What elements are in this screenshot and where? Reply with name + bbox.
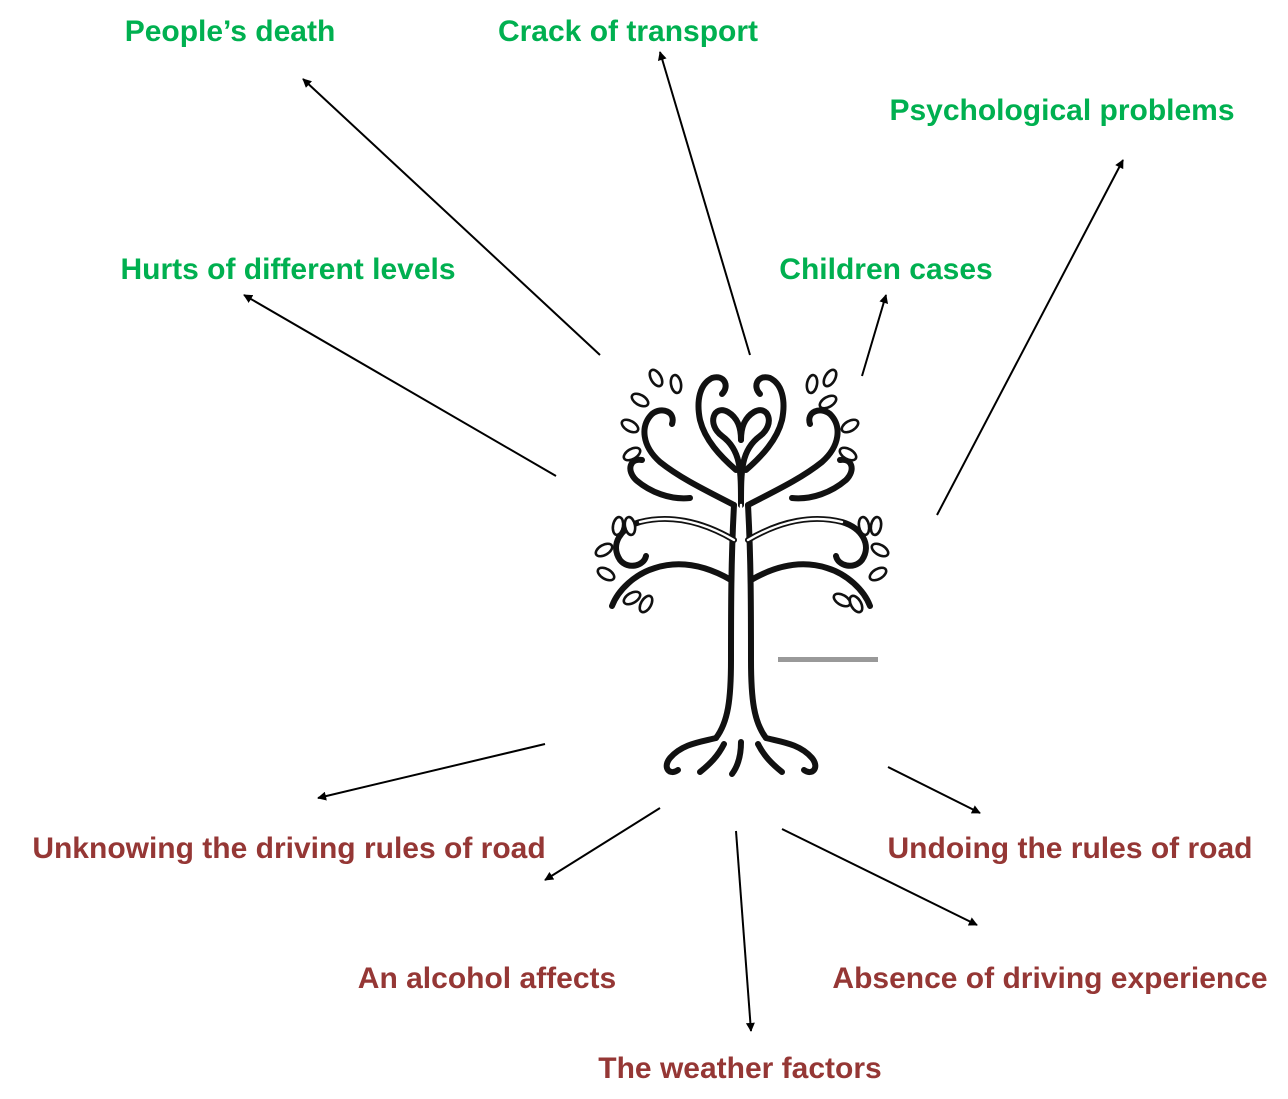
arrow-psychological-problems xyxy=(936,159,1124,516)
label-undoing-rules: Undoing the rules of road xyxy=(888,832,1253,865)
arrow-unknowing-driving-rules xyxy=(317,743,546,801)
effect-labels: People’s death Crack of transport Psycho… xyxy=(120,15,1234,286)
label-hurts-of-different-levels: Hurts of different levels xyxy=(120,253,455,286)
tree-icon xyxy=(592,358,890,786)
label-unknowing-driving-rules: Unknowing the driving rules of road xyxy=(32,832,545,865)
arrow-hurts-of-different-levels xyxy=(243,294,557,477)
arrow-peoples-death xyxy=(302,78,601,356)
label-children-cases: Children cases xyxy=(779,253,992,286)
label-peoples-death: People’s death xyxy=(125,15,336,48)
arrow-undoing-rules xyxy=(887,766,981,814)
arrow-weather-factors xyxy=(735,830,755,1032)
label-alcohol-affects: An alcohol affects xyxy=(358,962,616,995)
label-absence-of-experience: Absence of driving experience xyxy=(832,962,1267,995)
arrow-children-cases xyxy=(861,294,889,377)
arrow-absence-of-experience xyxy=(781,828,978,926)
label-psychological-problems: Psychological problems xyxy=(889,94,1234,127)
arrow-alcohol-affects xyxy=(544,807,661,881)
effect-arrows xyxy=(243,51,1124,516)
cause-arrows xyxy=(317,743,981,1032)
cause-labels: Unknowing the driving rules of road Undo… xyxy=(32,832,1267,1085)
label-weather-factors: The weather factors xyxy=(598,1052,881,1085)
label-crack-of-transport: Crack of transport xyxy=(498,15,758,48)
arrow-crack-of-transport xyxy=(657,51,751,356)
